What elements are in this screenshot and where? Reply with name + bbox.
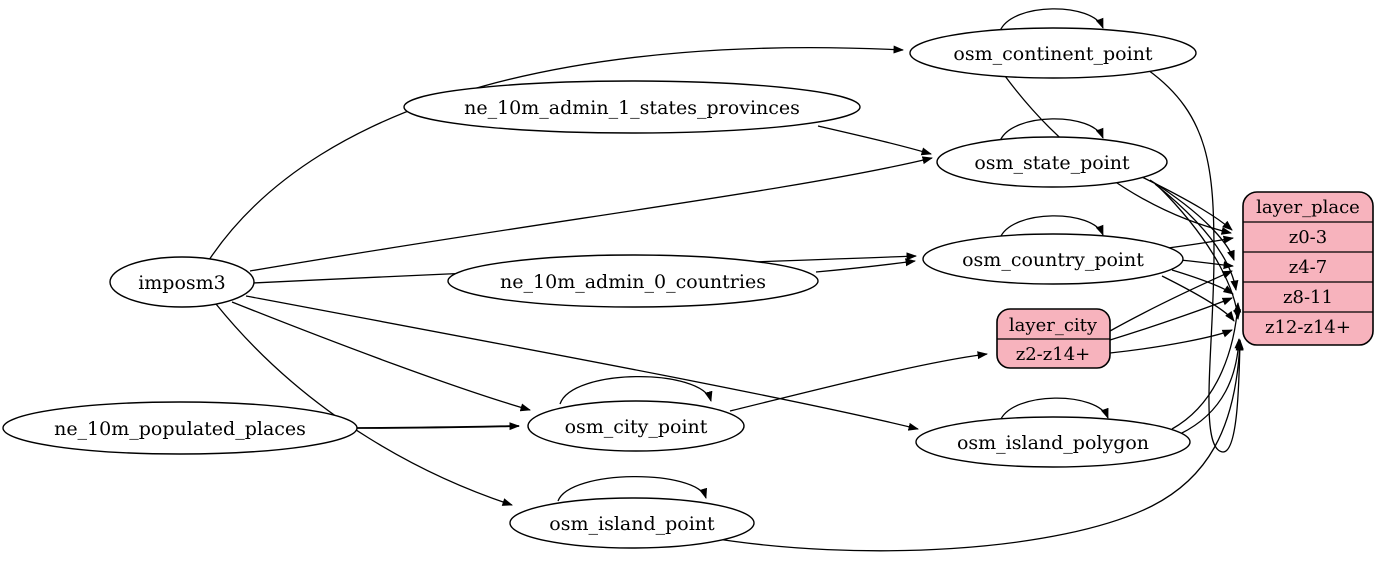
edge-country-z0-3 bbox=[1167, 235, 1234, 249]
osm-island-polygon-label: osm_island_polygon bbox=[957, 432, 1149, 454]
node-osm-island-polygon: osm_island_polygon bbox=[915, 416, 1191, 468]
ne-10m-admin-0-ellipse bbox=[447, 254, 819, 308]
osm-island-point-label: osm_island_point bbox=[549, 513, 715, 535]
self-loop-island-point bbox=[557, 475, 707, 502]
table-layer-place: layer_place z0-3 z4-7 z8-11 z12-z14+ bbox=[1242, 191, 1374, 346]
edge-layer-city-z8-11 bbox=[1109, 297, 1233, 341]
node-osm-island-point: osm_island_point bbox=[509, 497, 755, 549]
ne-10m-admin-1-ellipse bbox=[403, 80, 861, 134]
edge-state-z4-7 bbox=[1149, 179, 1235, 261]
edge-island-polygon-z12-z14 bbox=[1179, 338, 1243, 435]
osm-country-point-ellipse bbox=[922, 233, 1184, 285]
edge-island-polygon-z8-11 bbox=[1171, 302, 1242, 430]
node-ne-10m-populated-places: ne_10m_populated_places bbox=[2, 401, 358, 455]
node-osm-city-point: osm_city_point bbox=[527, 400, 745, 452]
layer-city-row-z2-z14: z2-z14+ bbox=[1016, 344, 1091, 365]
edge-imposm3-island-point bbox=[215, 303, 513, 506]
node-osm-continent-point: osm_continent_point bbox=[909, 27, 1197, 79]
table-layer-city: layer_city z2-z14+ bbox=[996, 308, 1111, 369]
edge-country-z8-11 bbox=[1171, 269, 1234, 295]
edge-city-layer-city bbox=[729, 351, 988, 412]
osm-city-point-label: osm_city_point bbox=[565, 416, 708, 438]
node-osm-country-point: osm_country_point bbox=[922, 233, 1184, 285]
node-ne-10m-admin-1-states-provinces: ne_10m_admin_1_states_provinces bbox=[403, 80, 861, 134]
edge-nep-city bbox=[356, 422, 520, 431]
self-loop-continent bbox=[999, 8, 1104, 32]
edge-continent-z12-z14 bbox=[1147, 69, 1244, 453]
ne-10m-populated-places-label: ne_10m_populated_places bbox=[54, 418, 306, 440]
edge-ne1-state bbox=[817, 125, 932, 156]
edge-country-z12-z14 bbox=[1161, 275, 1235, 322]
node-imposm3: imposm3 bbox=[109, 256, 255, 308]
imposm3-label: imposm3 bbox=[138, 272, 226, 294]
osm-country-point-label: osm_country_point bbox=[962, 249, 1144, 271]
edge-imposm3-continent bbox=[206, 45, 904, 264]
layer-city-title: layer_city bbox=[1009, 315, 1098, 336]
layer-place-row-z8-11: z8-11 bbox=[1283, 287, 1333, 308]
layer-place-title: layer_place bbox=[1256, 197, 1360, 218]
node-ne-10m-admin-0-countries: ne_10m_admin_0_countries bbox=[447, 254, 819, 308]
edge-imposm3-island-polygon bbox=[245, 295, 919, 431]
imposm3-ellipse bbox=[109, 256, 255, 308]
self-loop-country bbox=[999, 215, 1104, 239]
osm-state-point-label: osm_state_point bbox=[974, 152, 1130, 174]
ne-10m-admin-1-label: ne_10m_admin_1_states_provinces bbox=[464, 97, 800, 119]
edge-state-z8-11 bbox=[1154, 183, 1239, 291]
layer-place-row-z0-3: z0-3 bbox=[1289, 227, 1327, 248]
layer-place-row-z12-z14: z12-z14+ bbox=[1265, 317, 1351, 338]
edge-layer-city-z4-7 bbox=[1109, 270, 1233, 332]
layer-place-row-z4-7: z4-7 bbox=[1289, 257, 1327, 278]
osm-continent-point-label: osm_continent_point bbox=[953, 43, 1153, 65]
edge-island-point-z12-z14 bbox=[704, 340, 1244, 552]
edge-ne0-country bbox=[815, 258, 916, 273]
self-loop-state bbox=[999, 118, 1104, 142]
edge-imposm3-state bbox=[249, 156, 933, 272]
self-loop-island-polygon bbox=[999, 397, 1109, 422]
edge-imposm3-city bbox=[231, 301, 531, 412]
self-loop-city bbox=[559, 376, 713, 405]
osm-state-point-ellipse bbox=[936, 136, 1168, 188]
edge-layer-city-z12-z14 bbox=[1109, 329, 1233, 354]
osm-continent-point-ellipse bbox=[909, 27, 1197, 79]
osm-island-polygon-ellipse bbox=[915, 416, 1191, 468]
osm-island-point-ellipse bbox=[509, 497, 755, 549]
edge-group bbox=[206, 8, 1244, 552]
edge-country-z4-7 bbox=[1179, 259, 1234, 270]
ne-10m-admin-0-label: ne_10m_admin_0_countries bbox=[500, 271, 766, 293]
layer-place-box bbox=[1242, 191, 1374, 346]
ne-10m-populated-places-ellipse bbox=[2, 401, 358, 455]
node-osm-state-point: osm_state_point bbox=[936, 136, 1168, 188]
osm-city-point-ellipse bbox=[527, 400, 745, 452]
